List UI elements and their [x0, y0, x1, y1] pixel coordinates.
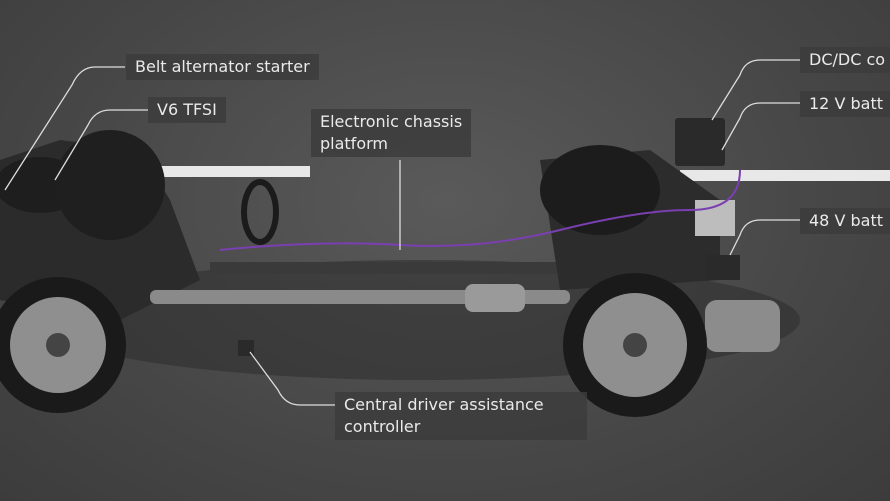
label-line: controller — [344, 417, 421, 436]
road-marking-right — [680, 170, 890, 181]
leader-lines — [4, 59, 800, 406]
label-electronic-chassis-platform: Electronic chassis platform — [311, 109, 472, 157]
label-line: platform — [320, 134, 388, 153]
label-belt-alternator-starter: Belt alternator starter — [126, 54, 319, 80]
battery-48v-shape — [695, 200, 740, 280]
label-12v-battery: 12 V batt — [800, 91, 890, 117]
label-line: Central driver assistance — [344, 395, 544, 414]
exhaust-muffler — [465, 284, 780, 352]
label-dcdc-converter: DC/DC co — [800, 47, 890, 73]
label-line: Electronic chassis — [320, 112, 463, 131]
wiring — [219, 169, 741, 251]
label-48v-battery: 48 V batt — [800, 208, 890, 234]
label-v6-tfsi: V6 TFSI — [148, 97, 226, 123]
front-wheel — [0, 277, 126, 413]
front-wheel-back — [55, 130, 165, 240]
rear-wheel — [563, 273, 707, 417]
label-central-driver-assistance-controller: Central driver assistance controller — [335, 392, 587, 440]
road-marking-left — [150, 166, 310, 177]
steering-wheel — [241, 179, 279, 245]
battery-12v-shape — [675, 118, 725, 166]
rear-axle — [540, 145, 720, 290]
